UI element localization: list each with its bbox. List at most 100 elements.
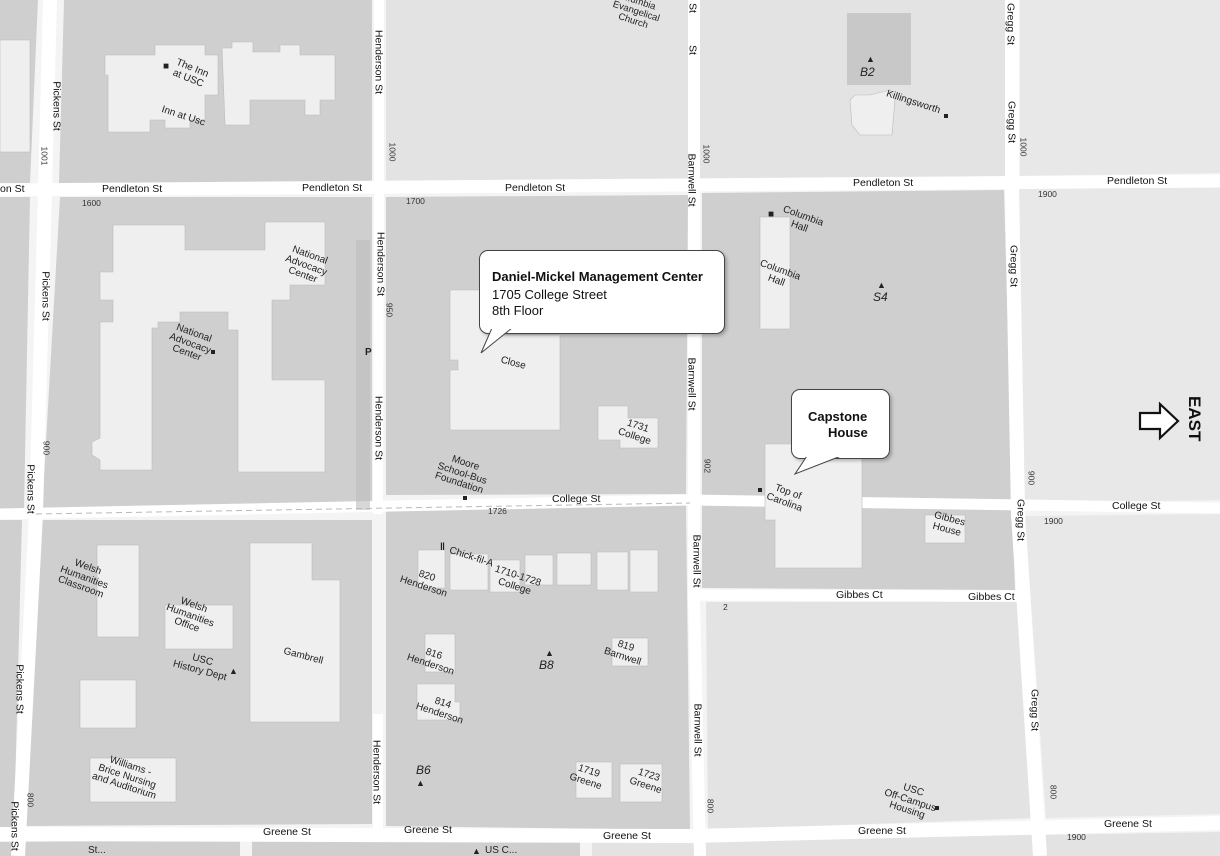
street-label-greene-3: Greene St bbox=[603, 830, 651, 842]
block-killingsworth bbox=[700, 0, 1006, 180]
address-number: 800 bbox=[1048, 784, 1059, 800]
school-icon: ▲ bbox=[229, 666, 238, 676]
lodging-icon: ■ bbox=[768, 209, 775, 220]
block-northeast bbox=[1020, 0, 1220, 176]
street-label-barnwell-3: Barnwell St bbox=[690, 534, 703, 588]
street-label-henderson-2: Henderson St bbox=[374, 231, 387, 297]
building-816-henderson bbox=[424, 633, 456, 673]
street-label-college-1: College St bbox=[552, 493, 601, 505]
address-number: 1726 bbox=[488, 506, 507, 516]
place-label-us-c: US C... bbox=[485, 845, 518, 856]
school-icon: ▲ bbox=[472, 846, 481, 856]
building-pickens-sw bbox=[79, 679, 137, 729]
parking-icon: P bbox=[365, 347, 372, 358]
address-number: 1000 bbox=[701, 144, 712, 164]
street-label-barnwell-top-2: St bbox=[686, 45, 699, 55]
building-1731-college bbox=[597, 405, 659, 449]
address-number: 1000 bbox=[1018, 137, 1029, 157]
school-icon: ▲ bbox=[877, 280, 886, 290]
street-label-gibbes-1: Gibbes Ct bbox=[836, 589, 883, 601]
street-label-henderson-3: Henderson St bbox=[372, 395, 385, 461]
street-label-pendleton-5: Pendleton St bbox=[1107, 175, 1168, 187]
street-label-barnwell-4: Barnwell St bbox=[691, 703, 704, 757]
callout-dmmc-address: 1705 College Street bbox=[492, 287, 607, 302]
lodging-icon: ■ bbox=[163, 61, 170, 72]
building-1710-college bbox=[489, 559, 521, 593]
place-label-s4[interactable]: S4 bbox=[873, 290, 888, 304]
building-welsh-classroom bbox=[96, 544, 140, 638]
street-label-pickens-5: Pickens St bbox=[8, 801, 21, 851]
street-label-pendleton-west: on St bbox=[0, 183, 25, 195]
street-label-greene-5: Greene St bbox=[1104, 818, 1152, 830]
address-number: 900 bbox=[41, 440, 52, 456]
building-college-row-1 bbox=[524, 554, 554, 586]
poi-marker bbox=[935, 806, 939, 810]
place-label-b2[interactable]: B2 bbox=[860, 65, 875, 79]
poi-marker bbox=[463, 496, 467, 500]
callout-capstone-line1: Capstone bbox=[808, 409, 868, 424]
street-label-gregg-3: Gregg St bbox=[1007, 244, 1020, 288]
street-label-henderson-4: Henderson St bbox=[370, 739, 383, 805]
block-south-1 bbox=[0, 840, 240, 856]
poi-marker bbox=[211, 350, 215, 354]
building-welsh-office bbox=[164, 604, 234, 650]
place-label-b6[interactable]: B6 bbox=[416, 763, 431, 777]
street-label-gregg-4: Gregg St bbox=[1014, 498, 1027, 542]
address-number: 1900 bbox=[1044, 516, 1063, 526]
road-gregg bbox=[1005, 0, 1047, 856]
address-number: 800 bbox=[25, 792, 36, 808]
building-inn-usc-east bbox=[221, 41, 336, 126]
block-south-3 bbox=[592, 832, 1220, 856]
street-label-pendleton-3: Pendleton St bbox=[505, 182, 566, 194]
building-gambrell bbox=[249, 542, 341, 723]
road-henderson-north bbox=[373, 0, 384, 515]
building-chick-fil-a bbox=[449, 553, 489, 591]
address-number: 2 bbox=[723, 602, 728, 612]
building-college-row-3 bbox=[596, 551, 629, 591]
building-gibbes-house bbox=[924, 514, 966, 544]
buildings bbox=[0, 39, 966, 803]
street-label-pendleton-2: Pendleton St bbox=[302, 182, 363, 194]
address-number: 1000 bbox=[387, 142, 398, 162]
place-label-b8[interactable]: B8 bbox=[539, 658, 554, 672]
building-inn-usc bbox=[104, 44, 219, 133]
street-label-greene-1: Greene St bbox=[263, 826, 311, 838]
callout-dmmc-tail bbox=[480, 325, 514, 354]
address-number: 1900 bbox=[1038, 189, 1057, 199]
building-1719-greene bbox=[575, 761, 613, 799]
callout-capstone[interactable]: Capstone House bbox=[791, 389, 890, 459]
poi-marker bbox=[944, 114, 948, 118]
street-label-barnwell-1: Barnwell St bbox=[685, 153, 698, 207]
street-label-barnwell-2: Barnwell St bbox=[685, 357, 698, 411]
block-offcampus bbox=[706, 602, 1034, 830]
block-pickens-west-mid bbox=[0, 197, 30, 510]
address-number: 1900 bbox=[1067, 832, 1086, 842]
address-number: 1600 bbox=[82, 198, 101, 208]
block-east-mid bbox=[1019, 187, 1220, 503]
street-label-greene-4: Greene St bbox=[858, 825, 906, 837]
school-icon: ▲ bbox=[866, 54, 875, 64]
callout-dmmc-floor: 8th Floor bbox=[492, 303, 544, 318]
street-label-gibbes-2: Gibbes Ct bbox=[968, 591, 1015, 603]
building-columbia-hall bbox=[759, 216, 791, 330]
road-pendleton bbox=[0, 174, 1220, 197]
building-college-row-2 bbox=[556, 552, 592, 586]
street-label-greene-2: Greene St bbox=[404, 824, 452, 836]
street-label-barnwell-top: St bbox=[686, 3, 699, 13]
street-label-pendleton-4: Pendleton St bbox=[853, 177, 914, 189]
callout-capstone-line2: House bbox=[828, 425, 868, 440]
henderson-shade bbox=[356, 240, 370, 510]
street-label-gregg-1: Gregg St bbox=[1004, 2, 1017, 46]
street-label-gregg-2: Gregg St bbox=[1005, 100, 1018, 144]
address-number: 800 bbox=[705, 798, 716, 814]
block-b2-lot bbox=[847, 13, 911, 85]
callout-dmmc[interactable]: Daniel-Mickel Management Center 1705 Col… bbox=[479, 250, 725, 334]
street-label-pickens-4: Pickens St bbox=[13, 664, 26, 714]
building-national-advocacy bbox=[91, 221, 326, 473]
poi-marker bbox=[758, 488, 762, 492]
street-label-pickens-2: Pickens St bbox=[39, 271, 52, 321]
road-barnwell bbox=[688, 0, 706, 856]
building-college-row-4 bbox=[629, 549, 659, 593]
